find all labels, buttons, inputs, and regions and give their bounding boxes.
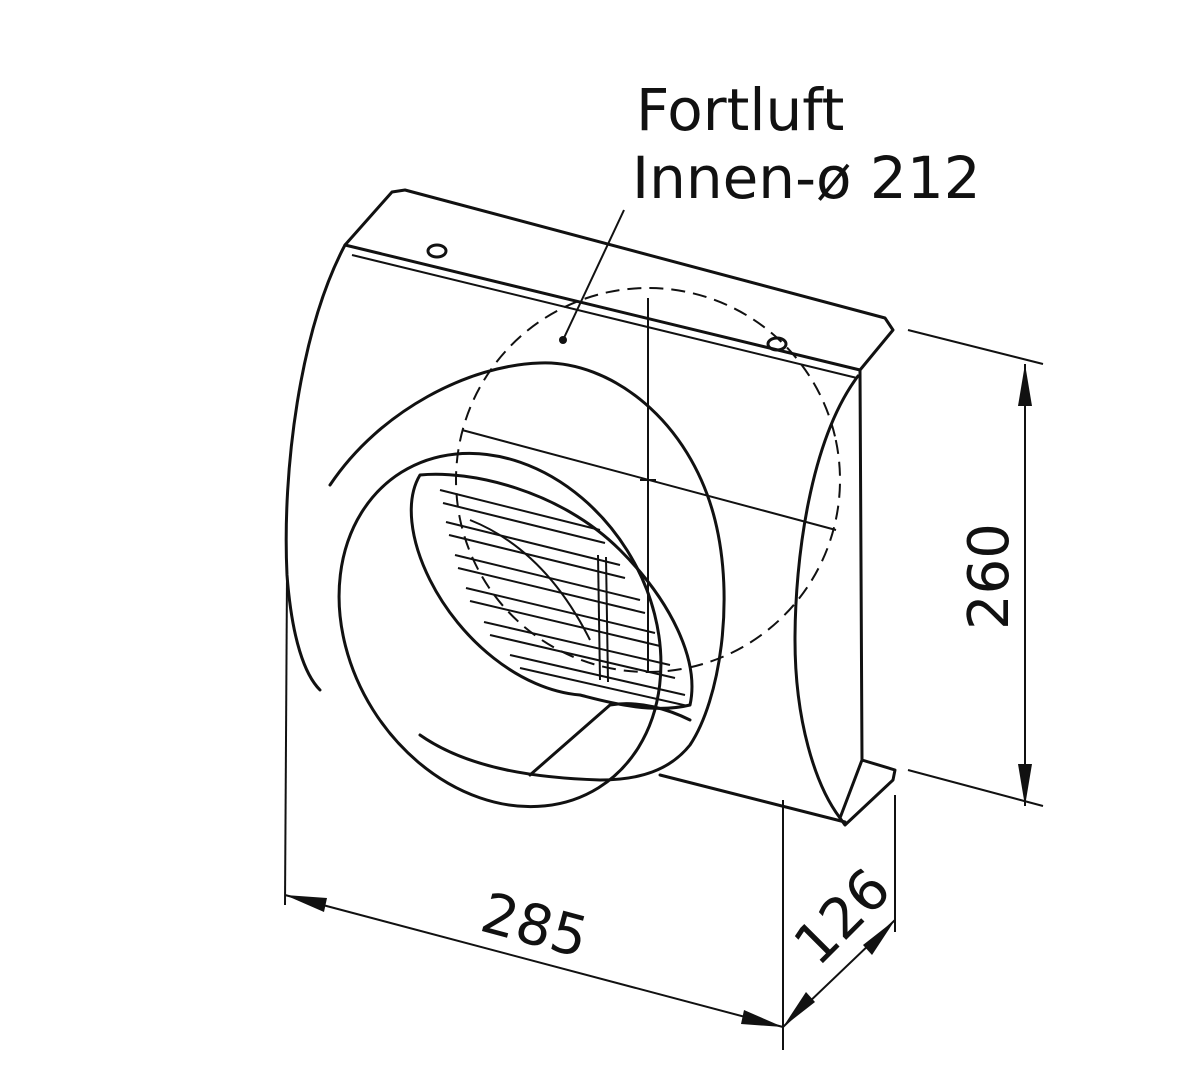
slat: [445, 521, 621, 566]
hidden-duct-circle: [455, 287, 841, 673]
slat: [448, 534, 626, 579]
callout-diameter: Innen-ø 212: [632, 144, 981, 212]
extension-line-top: [907, 329, 1044, 365]
housing-right-curve: [793, 374, 860, 820]
housing-right-column: [858, 368, 864, 762]
dimension-width: [284, 574, 784, 1050]
dimension-width-label: 285: [474, 881, 594, 971]
hood-front-opening: [337, 451, 663, 809]
slat: [469, 600, 661, 647]
arrow-down-icon: [1018, 764, 1032, 806]
slat: [489, 634, 676, 679]
callout-title: Fortluft: [636, 76, 844, 144]
dimension-height: [907, 329, 1044, 807]
slat: [457, 567, 646, 614]
leader-line: [562, 209, 625, 341]
bottom-flange: [838, 758, 897, 827]
flange-fold-line: [351, 254, 858, 379]
grille-slats: [439, 489, 689, 707]
arrow-depth-end-icon: [863, 920, 895, 955]
extension-line-bottom: [907, 769, 1044, 807]
slat: [519, 667, 689, 707]
dimension-depth-label: 126: [782, 856, 904, 978]
slat: [454, 554, 641, 601]
arrow-up-icon: [1018, 364, 1032, 406]
grille-divider: [605, 556, 609, 683]
duct-outline-dashed: [455, 287, 841, 673]
grille-ring: [409, 472, 694, 710]
grille-divider: [597, 554, 601, 681]
callout-leader: [559, 209, 625, 344]
dimension-depth: [782, 795, 896, 1028]
outlet-hood: [328, 361, 726, 809]
housing-bottom-edge: [658, 773, 847, 824]
top-flange: [343, 188, 895, 372]
leader-dot: [559, 336, 567, 344]
slat: [465, 587, 656, 634]
hood-top-rim: [328, 361, 726, 782]
arrow-right-icon: [741, 1010, 783, 1027]
slat: [442, 502, 606, 544]
grille-curve: [469, 519, 591, 641]
slat: [439, 489, 601, 531]
slat: [509, 654, 686, 696]
dimension-height-label: 260: [957, 523, 1022, 630]
arrow-depth-start-icon: [783, 992, 815, 1027]
arrow-left-icon: [285, 895, 327, 912]
wall-cap-housing: [284, 188, 897, 827]
slat: [483, 621, 671, 666]
screw-right-icon: [766, 336, 788, 352]
screw-left-icon: [426, 243, 448, 259]
extension-line-left: [284, 574, 288, 906]
housing-left-side: [284, 243, 347, 692]
hood-throat: [528, 702, 692, 777]
dimension-line-width: [284, 894, 784, 1028]
